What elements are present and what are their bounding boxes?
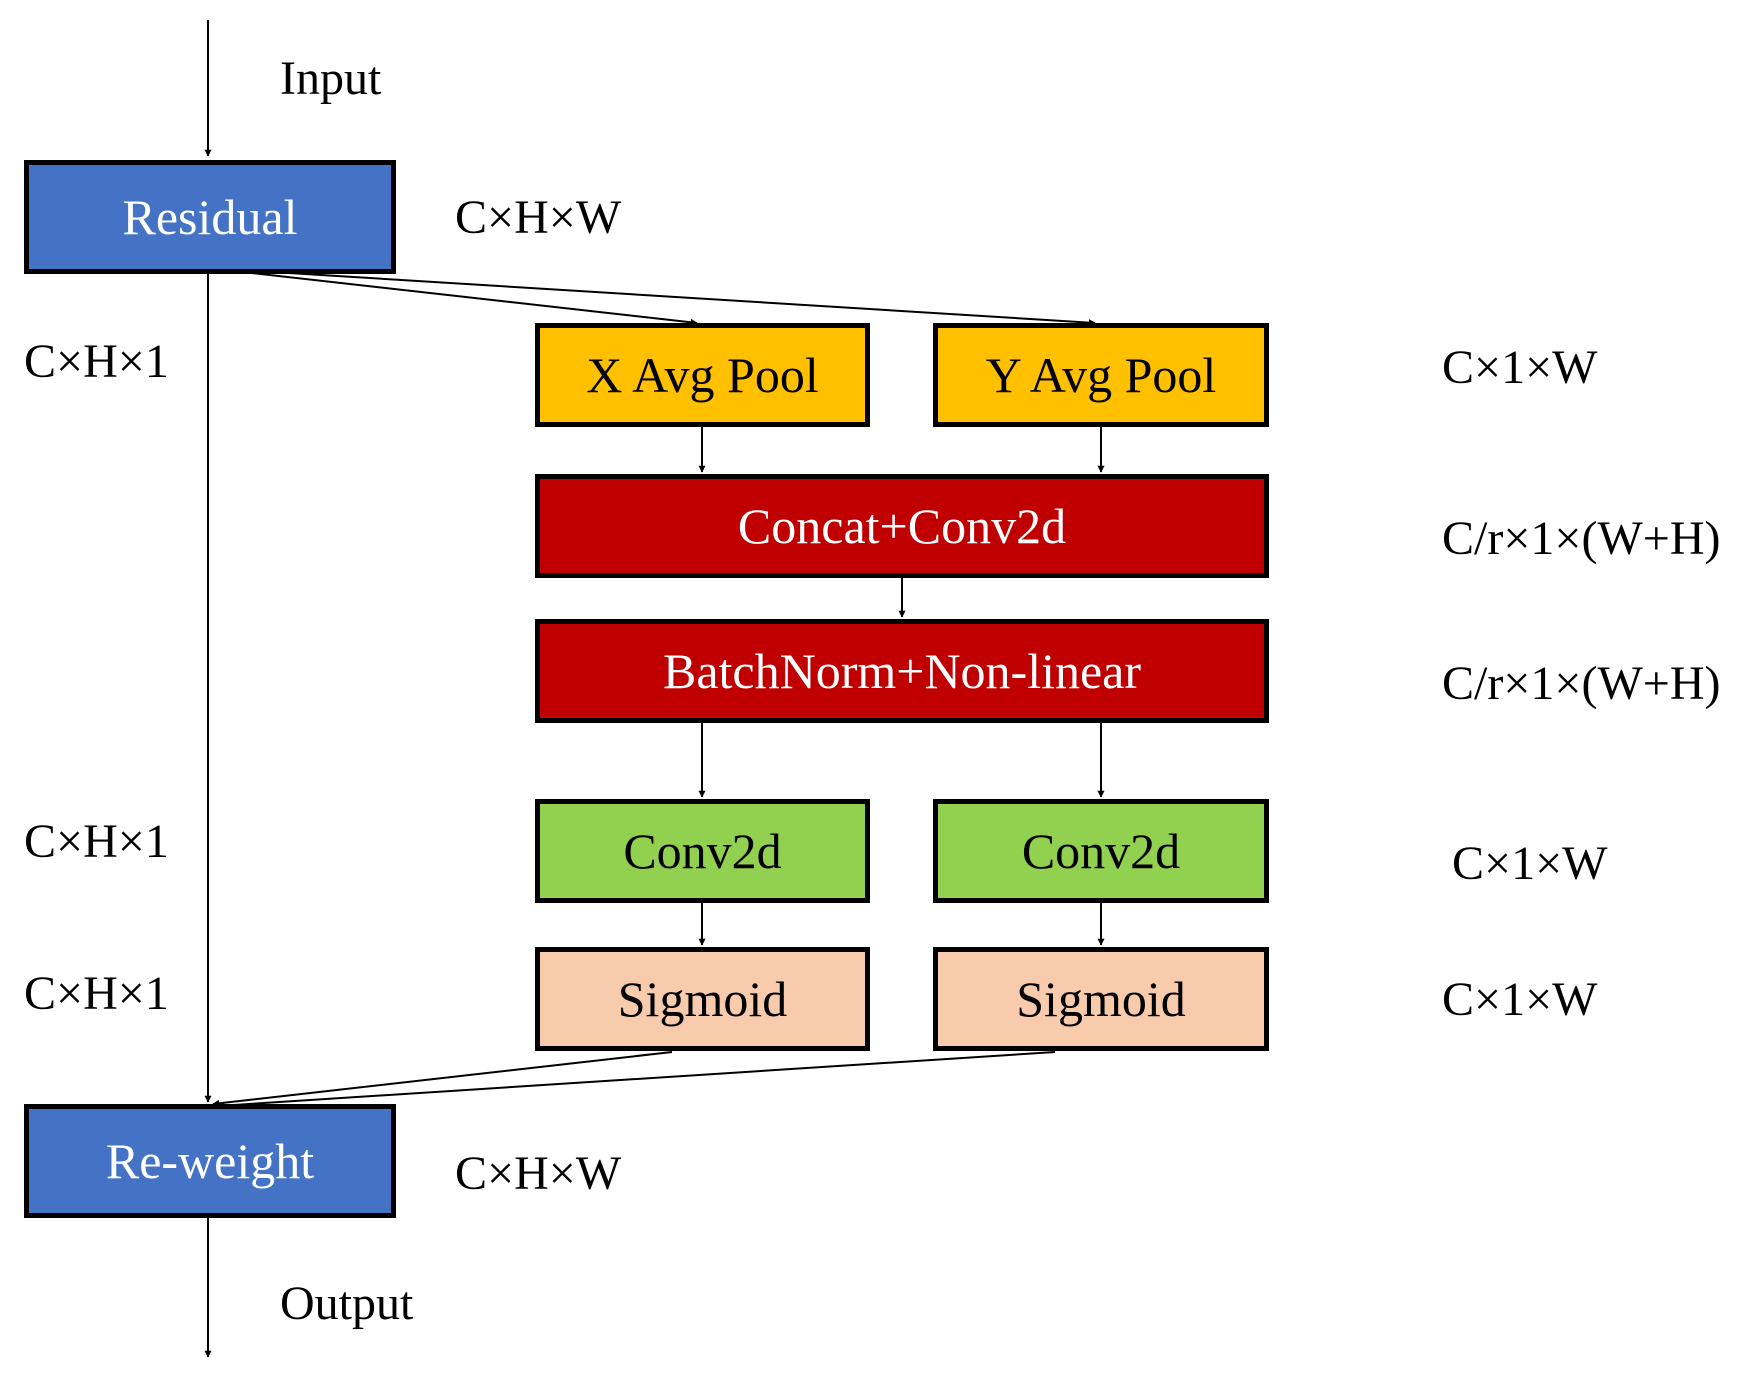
left-dimension-conv-label: C×H×1 xyxy=(24,815,169,868)
arrow-residual-to-x-pool xyxy=(224,269,698,326)
left-dimension-sigmoid-label: C×H×1 xyxy=(24,967,169,1020)
reweight-label: Re-weight xyxy=(105,1133,315,1189)
y-avg-pool-label: Y Avg Pool xyxy=(985,347,1217,403)
reweight-dimension-label: C×H×W xyxy=(455,1147,622,1200)
batchnorm-nonlinear-block: BatchNorm+Non-linear xyxy=(535,619,1269,723)
sigmoid-left-label: Sigmoid xyxy=(617,971,788,1027)
sigmoid-right-block: Sigmoid xyxy=(933,947,1269,1051)
y-avg-pool-block: Y Avg Pool xyxy=(933,323,1269,427)
residual-label: Residual xyxy=(122,189,298,245)
concat-conv2d-block: Concat+Conv2d xyxy=(535,474,1269,578)
concat-conv2d-label: Concat+Conv2d xyxy=(737,498,1067,554)
left-dimension-top-label: C×H×1 xyxy=(24,335,169,388)
right-dimension-concat-label: C/r×1×(W+H) xyxy=(1442,512,1721,565)
arrow-sigmoid-right-to-reweight xyxy=(217,1051,1056,1110)
sigmoid-left-block: Sigmoid xyxy=(535,947,870,1051)
right-dimension-sigmoid-label: C×1×W xyxy=(1442,973,1598,1026)
residual-dimension-label: C×H×W xyxy=(455,191,622,244)
right-dimension-pool-label: C×1×W xyxy=(1442,341,1598,394)
right-dimension-conv-label: C×1×W xyxy=(1452,837,1608,890)
conv2d-left-block: Conv2d xyxy=(535,799,870,903)
x-avg-pool-block: X Avg Pool xyxy=(535,323,870,427)
input-label: Input xyxy=(280,52,382,105)
conv2d-right-block: Conv2d xyxy=(933,799,1269,903)
arrow-residual-to-y-pool xyxy=(239,269,1096,327)
reweight-block: Re-weight xyxy=(24,1104,396,1218)
residual-block: Residual xyxy=(24,160,396,274)
sigmoid-right-label: Sigmoid xyxy=(1016,971,1186,1027)
conv2d-left-label: Conv2d xyxy=(623,823,782,879)
x-avg-pool-label: X Avg Pool xyxy=(586,347,819,403)
conv2d-right-label: Conv2d xyxy=(1021,823,1181,879)
output-label: Output xyxy=(280,1277,414,1330)
arrow-sigmoid-left-to-reweight xyxy=(212,1051,673,1107)
right-dimension-batchnorm-label: C/r×1×(W+H) xyxy=(1442,657,1721,710)
batchnorm-nonlinear-label: BatchNorm+Non-linear xyxy=(662,643,1142,699)
